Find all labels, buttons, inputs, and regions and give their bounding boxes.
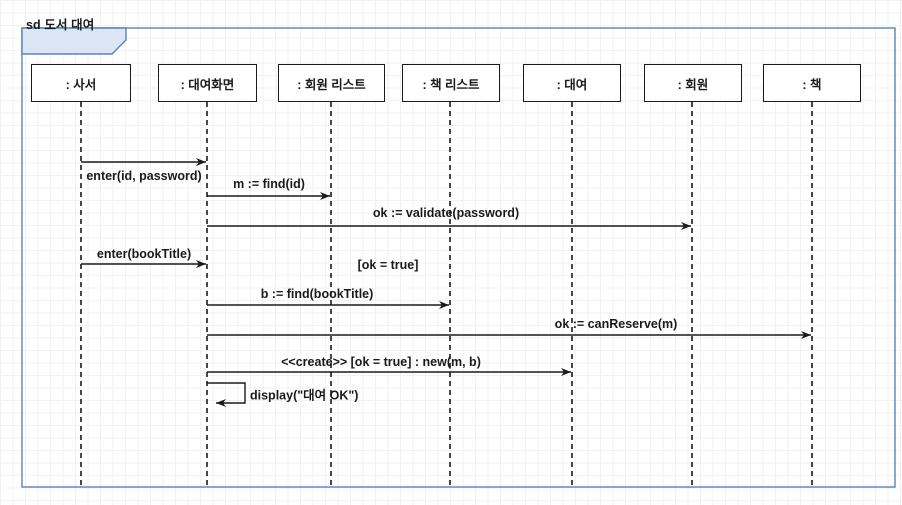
lifeline-group (80, 102, 813, 486)
frame-tab (21, 27, 127, 55)
message-label-m4: enter(bookTitle) (96, 247, 192, 261)
lifeline-header-memberlist[interactable]: : 회원 리스트 (278, 64, 385, 102)
message-label-m5: b := find(bookTitle) (260, 287, 374, 301)
message-label-m6: ok := canReserve(m) (554, 317, 678, 331)
lifeline-label: : 사서 (65, 77, 97, 92)
lifeline-header-rentscreen[interactable]: : 대여화면 (158, 64, 257, 102)
lifeline-label: : 책 (802, 77, 822, 92)
sequence-frame (21, 27, 896, 488)
lifeline-label: : 대여 (556, 77, 588, 92)
lifeline-header-book[interactable]: : 책 (763, 64, 861, 102)
message-label-m7: <<create>> [ok = true] : new(m, b) (281, 355, 481, 369)
message-label-m2: m := find(id) (233, 177, 305, 191)
message-label-m8: display("대여 OK") (250, 388, 359, 403)
frame-tab-label: sd 도서 대여 (26, 18, 95, 32)
lifeline-header-rental[interactable]: : 대여 (523, 64, 621, 102)
self-message-m8[interactable] (207, 382, 246, 407)
lifeline-header-member[interactable]: : 회원 (644, 64, 742, 102)
message-label-m3: ok := validate(password) (372, 206, 520, 220)
lifeline-label: : 책 리스트 (422, 77, 480, 92)
message-group (81, 158, 811, 407)
guard-label-m5-guard: [ok = true] (357, 258, 419, 272)
lifeline-label: : 회원 (677, 77, 709, 92)
lifeline-label: : 대여화면 (180, 77, 235, 92)
message-label-m1: enter(id, password) (86, 169, 202, 183)
lifeline-header-booklist[interactable]: : 책 리스트 (402, 64, 500, 102)
frame-border (21, 27, 896, 488)
lifeline-label: : 회원 리스트 (297, 77, 366, 92)
lifeline-header-librarian[interactable]: : 사서 (31, 64, 131, 102)
